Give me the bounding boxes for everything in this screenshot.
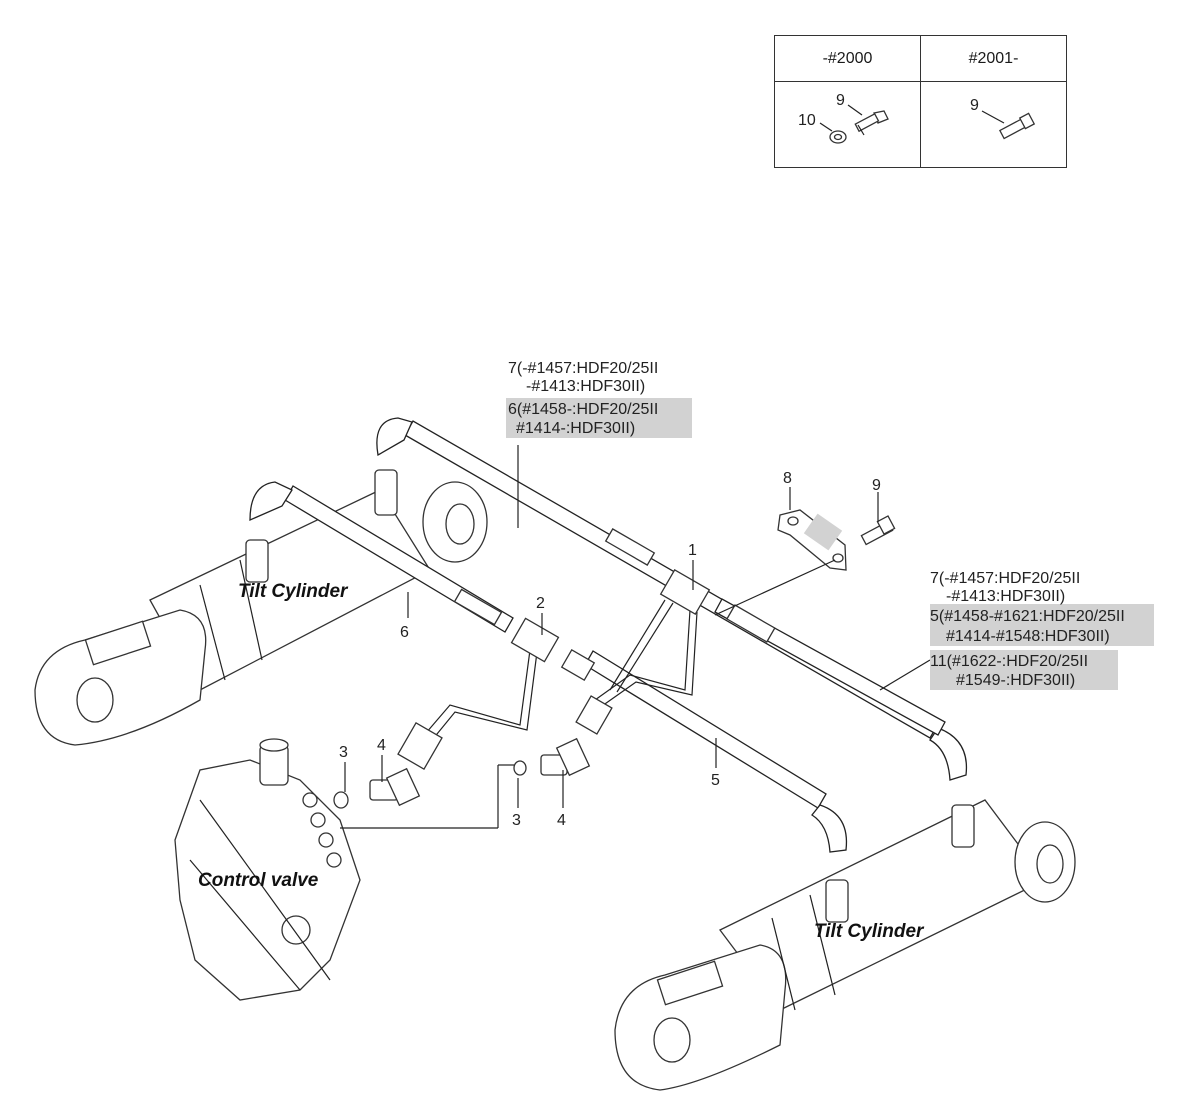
steel-tubes	[419, 599, 698, 746]
clamp-part-8	[777, 509, 847, 571]
hose-5	[584, 650, 848, 853]
bolt-part-9	[860, 515, 896, 546]
callout-8: 8	[783, 470, 792, 487]
label-control-valve: Control valve	[198, 870, 319, 891]
leader-lines	[344, 445, 931, 808]
fittings	[333, 568, 711, 809]
note-right-line5: 11(#1622-:HDF20/25II	[930, 653, 1088, 670]
inset-callout-washer: 10	[798, 112, 816, 129]
note-right-shade-1	[930, 604, 1154, 646]
inset-cell-right: 9	[920, 81, 1067, 168]
inset-callout-bolt-left: 9	[836, 92, 845, 109]
note-right-line1: 7(-#1457:HDF20/25II	[930, 570, 1080, 587]
callout-3-right: 3	[512, 812, 521, 829]
callout-3-left: 3	[339, 744, 348, 761]
note-top-line4: #1414-:HDF30II)	[516, 420, 635, 437]
inset-header-right: #2001-	[920, 35, 1067, 82]
note-right-line4: #1414-#1548:HDF30II)	[946, 628, 1110, 645]
note-top-line2: -#1413:HDF30II)	[526, 378, 645, 395]
callout-2: 2	[536, 595, 545, 612]
callout-4-left: 4	[377, 737, 386, 754]
tilt-cylinder-right	[614, 799, 1076, 1091]
note-right-line3: 5(#1458-#1621:HDF20/25II	[930, 608, 1125, 625]
note-right-shade-2	[930, 650, 1118, 690]
label-tilt-cylinder-left: Tilt Cylinder	[238, 581, 349, 602]
control-valve	[174, 738, 361, 1001]
bolt-icon: 9	[970, 97, 1036, 140]
inset-header-left: -#2000	[774, 35, 921, 82]
label-tilt-cylinder-right: Tilt Cylinder	[814, 921, 925, 942]
note-top-line1: 7(-#1457:HDF20/25II	[508, 360, 658, 377]
callout-6: 6	[400, 624, 409, 641]
hose-right-long	[714, 598, 946, 736]
hose-6	[249, 481, 514, 633]
variant-inset-table: -#2000 #2001- 9 10 9	[774, 35, 1067, 168]
callout-4-right: 4	[557, 812, 566, 829]
bolt-washer-icon: 9 10	[798, 92, 889, 144]
note-right-line2: -#1413:HDF30II)	[946, 588, 1065, 605]
callout-9: 9	[872, 477, 881, 494]
inset-callout-bolt-right: 9	[970, 97, 979, 114]
callout-5: 5	[711, 772, 720, 789]
note-top-line3: 6(#1458-:HDF20/25II	[508, 401, 658, 418]
note-right-line6: #1549-:HDF30II)	[956, 672, 1075, 689]
callout-1: 1	[688, 542, 697, 559]
note-top-shade	[506, 398, 692, 438]
